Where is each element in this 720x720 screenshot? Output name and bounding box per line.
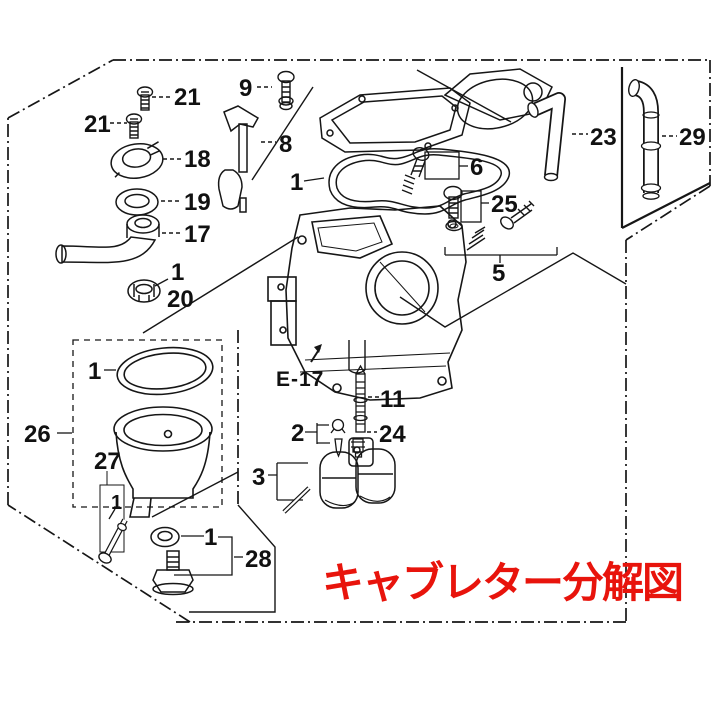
label-21-a: 21 xyxy=(174,84,201,111)
diagram-title: キャブレター分解図 xyxy=(322,558,684,607)
label-11: 11 xyxy=(380,386,405,413)
section-divider-lines xyxy=(142,69,627,613)
part-24-main-jet xyxy=(351,438,365,458)
part-28-washer-bolt xyxy=(150,526,194,596)
label-8: 8 xyxy=(279,131,292,158)
leader-lines-solid xyxy=(57,151,558,576)
label-20: 20 xyxy=(167,286,194,313)
label-5: 5 xyxy=(492,260,505,287)
part-21-screws xyxy=(125,86,154,139)
label-29: 29 xyxy=(679,124,706,151)
e17-arrow xyxy=(310,344,322,363)
label-18: 18 xyxy=(184,146,211,173)
label-2: 2 xyxy=(291,420,304,447)
label-21-b: 21 xyxy=(84,111,111,138)
label-23: 23 xyxy=(590,124,617,151)
carburetor-body xyxy=(267,205,467,401)
part-19-washer xyxy=(115,188,159,216)
part-20-joint-nut xyxy=(127,279,161,303)
label-19: 19 xyxy=(184,189,211,216)
top-cover-assembly xyxy=(319,68,553,153)
label-27: 27 xyxy=(94,448,121,475)
part-27-drain-screw xyxy=(98,518,128,564)
label-24: 24 xyxy=(379,421,406,448)
part-5-pilot-screw-set xyxy=(466,200,535,251)
part-23-tube xyxy=(527,92,566,182)
part-2-needle-set xyxy=(330,418,346,458)
label-9: 9 xyxy=(239,75,252,102)
part-6-screw-set xyxy=(401,147,430,195)
label-3: 3 xyxy=(252,464,265,491)
part-3-float-set xyxy=(282,437,396,514)
label-e17-reference: E-17 xyxy=(276,368,324,391)
part-1-bowl-oring xyxy=(116,346,214,396)
leader-lines-dashed xyxy=(110,86,677,433)
part-labels: 21 21 18 19 17 1 20 9 8 1 6 25 5 23 29 2… xyxy=(24,75,706,573)
label-1-washer: 1 xyxy=(204,524,217,551)
outer-section-border xyxy=(7,59,711,623)
part-1-cover-gasket xyxy=(328,147,510,215)
part-25-bolt-set xyxy=(443,185,463,232)
label-17: 17 xyxy=(184,221,211,248)
part-18-setting-plate xyxy=(110,141,164,179)
part-29-box xyxy=(620,67,711,229)
part-9-pan-screw xyxy=(277,70,295,111)
label-6: 6 xyxy=(470,154,483,181)
label-25: 25 xyxy=(491,191,518,218)
label-28: 28 xyxy=(245,546,272,573)
part-8-choke-shaft-lever xyxy=(217,105,260,213)
label-1-drain: 1 xyxy=(111,492,122,514)
part-11-jet-needle xyxy=(353,364,368,433)
label-1-pipe: 1 xyxy=(171,259,184,286)
part-17-fuel-pipe xyxy=(55,214,160,264)
label-26: 26 xyxy=(24,421,51,448)
label-1-gasket: 1 xyxy=(290,169,303,196)
part-26-float-chamber xyxy=(113,406,213,518)
assembly-26-box xyxy=(72,339,223,553)
label-1-oring: 1 xyxy=(88,358,101,385)
part-29-tube xyxy=(628,78,662,200)
